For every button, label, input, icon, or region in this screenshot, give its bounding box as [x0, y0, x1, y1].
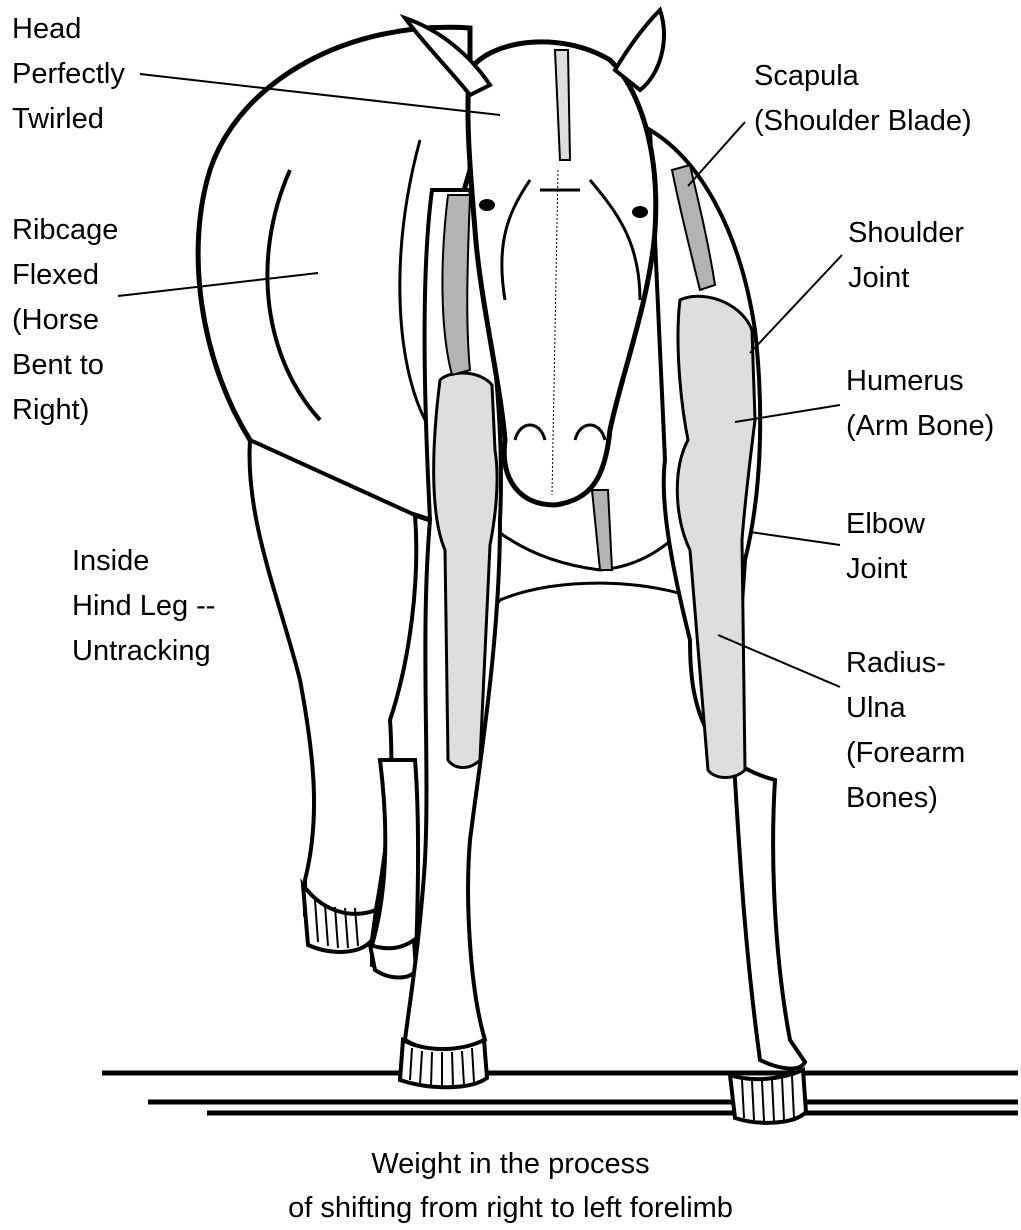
right-eye — [632, 206, 648, 218]
right-foreleg-bones — [677, 296, 755, 777]
ground-lines — [102, 1073, 1018, 1113]
hind-leg-label: Inside Hind Leg -- Untracking — [72, 539, 215, 674]
elbow-joint-label: Elbow Joint — [846, 502, 925, 592]
figure-caption: Weight in the process of shifting from r… — [0, 1142, 1021, 1230]
right-ear — [615, 10, 664, 90]
brisket — [592, 490, 612, 570]
shoulder-joint-label: Shoulder Joint — [848, 211, 964, 301]
left-eye — [479, 199, 495, 211]
ribcage-label: Ribcage Flexed (Horse Bent to Right) — [12, 208, 118, 433]
scapula-label: Scapula (Shoulder Blade) — [754, 54, 972, 144]
radius-ulna-label: Radius- Ulna (Forearm Bones) — [846, 641, 965, 821]
head-label: Head Perfectly Twirled — [12, 7, 125, 142]
humerus-label: Humerus (Arm Bone) — [846, 359, 994, 449]
left-scapula — [442, 195, 470, 375]
